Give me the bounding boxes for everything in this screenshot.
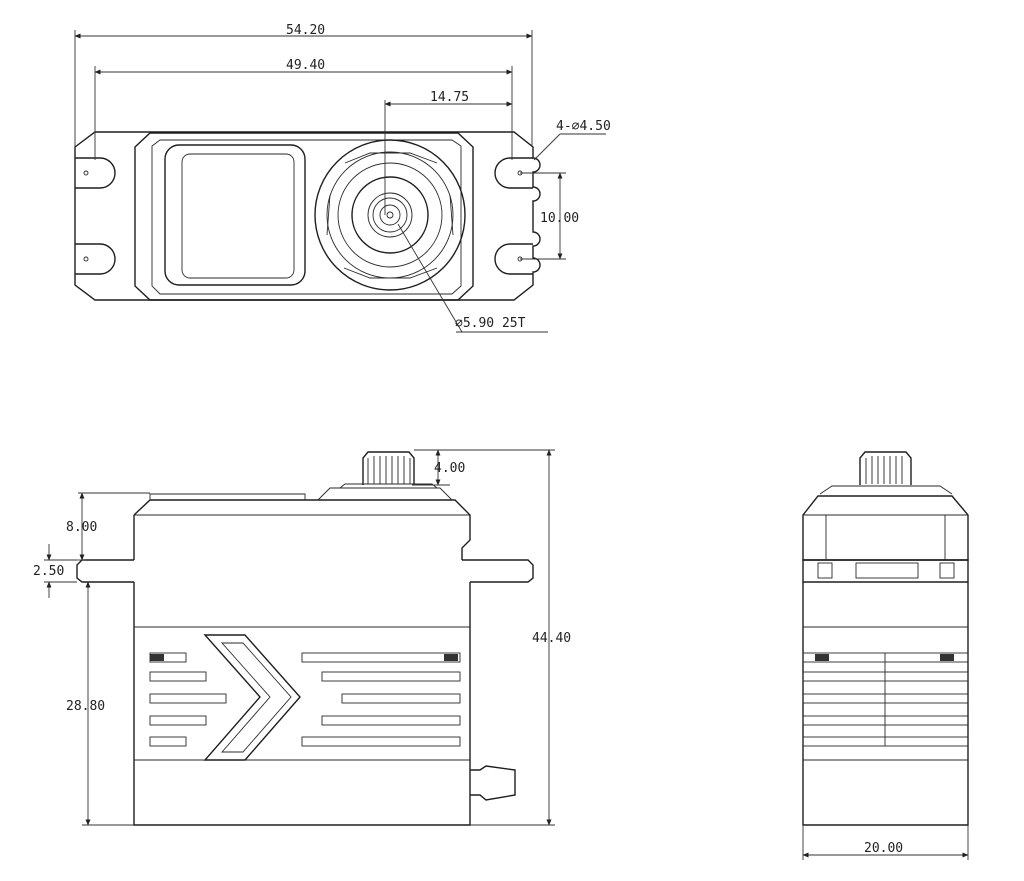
mounting-slot-right-bottom [494,243,533,275]
dim-output-offset-label: 14.75 [430,90,469,105]
dim-lower-height-label: 28.80 [66,699,105,714]
dim-spline-height-label: 4.00 [434,461,465,476]
dim-overall-width-label: 54.20 [286,23,325,38]
output-hub-ring [314,139,466,291]
front-upper-case [133,499,471,560]
dim-side-width-label: 20.00 [864,841,903,856]
top-view-flange-outline [74,131,541,301]
side-view: 20.00 [802,451,969,860]
side-upper-case [802,495,969,561]
top-view: 54.20 49.40 14.75 4-⌀4.50 10.00 ⌀5.90 25… [74,23,611,333]
dim-hole-vertical-label: 10.00 [540,211,579,226]
mounting-slot-left-bottom [75,243,116,275]
dim-upper-height-label: 8.00 [66,520,97,535]
front-cable-boot [470,765,516,801]
side-lower-case [802,582,969,826]
dim-hole-spec-label: 4-⌀4.50 [556,119,611,134]
dim-total-height-label: 44.40 [532,631,571,646]
dim-hole-spacing-label: 49.40 [286,58,325,73]
front-flange [76,559,134,583]
top-view-label-window [164,144,306,286]
mounting-slot-right-top [494,157,533,189]
mounting-slot-left-top [75,157,116,189]
top-view-body-outline [134,132,474,301]
side-output-spline [859,451,912,485]
front-chevron-logo [203,634,301,761]
dim-flange-thickness-label: 2.50 [33,564,64,579]
front-lower-case [133,582,471,826]
front-view: 4.00 44.40 8.00 2.50 28.80 [33,449,571,826]
dim-spline-label: ⌀5.90 25T [455,316,526,331]
front-output-spline [362,451,415,485]
